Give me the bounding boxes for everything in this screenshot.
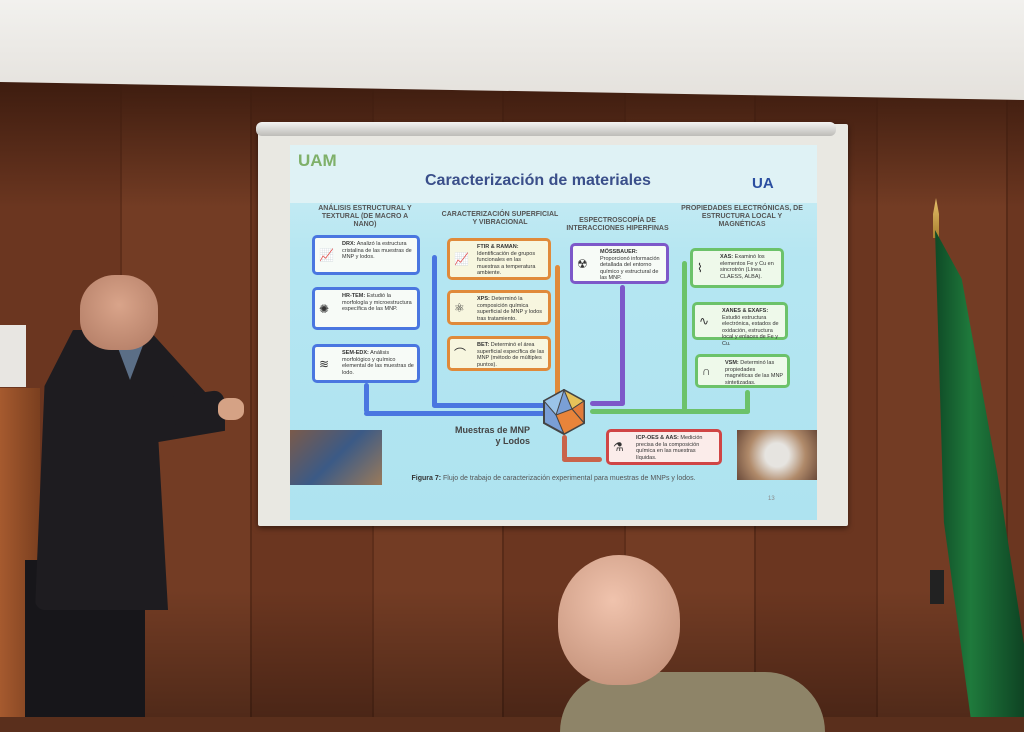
- technique-name: ICP-OES & AAS:: [636, 435, 679, 441]
- particle-icon: ✺: [319, 301, 330, 316]
- column-header: ANÁLISIS ESTRUCTURAL Y TEXTURAL (DE MACR…: [318, 205, 412, 228]
- monitor: [0, 325, 26, 387]
- flow-line: [620, 285, 625, 405]
- page-number: 13: [768, 496, 775, 502]
- technique-name: BET:: [477, 342, 490, 348]
- hub-label-line: Muestras de MNP: [454, 425, 530, 435]
- column-header: ESPECTROSCOPÍA DE INTERACCIONES HIPERFIN…: [566, 217, 669, 232]
- xanes-exafs-box: ∿ XANES & EXAFS: Estudió estructura elect…: [692, 302, 788, 347]
- hrtem-box: ✺ HR-TEM: Estudió la morfología y microes…: [312, 287, 420, 330]
- spectrum-icon: 📈: [319, 248, 334, 262]
- audience-head: [558, 555, 680, 685]
- technique-description: Examinó los elementos Fe y Cu en sincrot…: [720, 254, 774, 280]
- technique-name: DRX:: [342, 241, 356, 247]
- technique-name: XAS:: [720, 254, 734, 260]
- vsm-box: ∩ VSM: Determinó las propiedades magnétic…: [695, 354, 790, 388]
- flow-line: [590, 409, 750, 414]
- technique-description: Identificación de grupos funcionales en …: [477, 250, 536, 277]
- flow-line: [745, 390, 750, 414]
- flow-line: [590, 401, 625, 406]
- flag-pole-tip: [933, 198, 939, 238]
- semedx-box: ≋ SEM-EDX: Análisis morfológico y químico…: [312, 344, 420, 383]
- mossbauer-box: ☢ MÖSSBAUER: Proporcionó información deta…: [570, 243, 669, 284]
- technique-description: Análisis morfológico y químico elemental…: [342, 350, 414, 376]
- technique-description: Determinó la composición química superfi…: [477, 296, 543, 322]
- technique-description: Medición precisa de la composición quími…: [636, 435, 703, 461]
- sample-photo: [737, 430, 817, 480]
- speaker-hand: [218, 398, 244, 420]
- technique-description: Estudió la morfología y microestructura …: [342, 293, 412, 312]
- presentation-slide: UAM UA Caracterización de materiales ANÁ…: [290, 145, 817, 520]
- slide-title: Caracterización de materiales: [425, 172, 651, 189]
- caption-text: Flujo de trabajo de caracterización expe…: [443, 475, 696, 482]
- isotherm-icon: ⌒: [454, 346, 467, 361]
- flow-line: [682, 261, 687, 411]
- technique-description: Estudió estructura electrónica, estados …: [722, 314, 779, 347]
- flow-line: [364, 411, 564, 416]
- magnet-icon: ∩: [702, 364, 711, 378]
- slide-header: [290, 145, 817, 203]
- flow-line: [562, 435, 567, 460]
- oscillation-icon: ∿: [699, 314, 710, 328]
- technique-description: Proporcionó información detallada del en…: [600, 255, 660, 282]
- atom-icon: ⚛: [454, 300, 465, 315]
- surface-beam-icon: ≋: [319, 356, 330, 371]
- radiation-icon: ☢: [577, 256, 588, 271]
- hub-label-line: y Lodos: [495, 436, 530, 446]
- ua-logo: UA: [752, 175, 774, 192]
- icosahedron-icon: [543, 389, 585, 435]
- ceiling: [0, 0, 1024, 100]
- technique-name: HR-TEM:: [342, 293, 366, 299]
- wall-outlet: [930, 570, 944, 604]
- flow-line: [555, 265, 560, 403]
- figure-caption: Figura 7: Flujo de trabajo de caracteriz…: [290, 475, 817, 482]
- lab-photo: [290, 430, 382, 485]
- technique-description: Analizó la estructura cristalina de las …: [342, 241, 412, 260]
- technique-name: FTIR & RAMAN:: [477, 244, 519, 250]
- column-header: PROPIEDADES ELECTRÓNICAS, DE ESTRUCTURA …: [681, 205, 803, 228]
- xps-box: ⚛ XPS: Determinó la composición química s…: [447, 290, 551, 325]
- column-header: CARACTERIZACIÓN SUPERFICIAL Y VIBRACIONA…: [441, 211, 559, 226]
- flow-line: [364, 383, 369, 413]
- drx-box: 📈 DRX: Analizó la estructura cristalina d…: [312, 235, 420, 275]
- absorption-icon: ⌇: [697, 261, 703, 275]
- flow-line: [432, 255, 437, 407]
- screen-roller: [256, 122, 836, 136]
- flow-line: [432, 403, 562, 408]
- icp-aas-box: ⚗ ICP-OES & AAS: Medición precisa de la c…: [606, 429, 722, 465]
- technique-name: XPS:: [477, 296, 490, 302]
- technique-name: MÖSSBAUER:: [600, 249, 638, 255]
- bet-box: ⌒ BET: Determinó el área superficial espe…: [447, 336, 551, 371]
- spectrum-icon: 📈: [454, 252, 469, 266]
- technique-name: SEM-EDX:: [342, 350, 369, 356]
- technique-name: XANES & EXAFS:: [722, 308, 769, 314]
- uam-logo: UAM: [298, 151, 337, 170]
- technique-name: VSM:: [725, 360, 739, 366]
- flask-icon: ⚗: [613, 440, 624, 454]
- xas-box: ⌇ XAS: Examinó los elementos Fe y Cu en s…: [690, 248, 784, 288]
- technique-description: Determinó las propiedades magnéticas de …: [725, 360, 783, 386]
- caption-label: Figura 7:: [411, 475, 442, 482]
- speaker-head: [80, 275, 158, 350]
- flow-line: [562, 457, 602, 462]
- ftir-raman-box: 📈 FTIR & RAMAN: Identificación de grupos …: [447, 238, 551, 280]
- technique-description: Determinó el área superficial específica…: [477, 342, 545, 368]
